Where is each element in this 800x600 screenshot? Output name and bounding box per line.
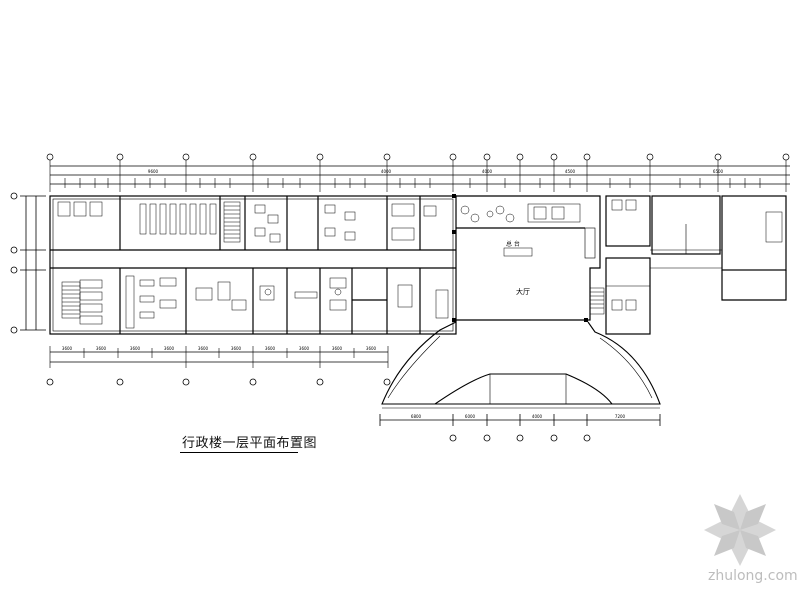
dimension-label-top: 4000 [482,169,493,174]
dimension-label-top: 9600 [148,169,159,174]
lobby-desk-label: 总 台 [506,240,520,248]
chair-icon [264,205,515,296]
dimension-label-bottom-left: 3600 [164,346,175,351]
dimension-label-bottom: 6000 [465,414,476,419]
building-walls [49,195,457,335]
desk-icon [79,203,783,329]
lobby-label: 大厅 [516,287,530,296]
dimension-label-bottom: 7200 [615,414,626,419]
dimension-label-bottom-left: 3600 [62,346,73,351]
dimension-label-bottom: 4000 [532,414,543,419]
dimension-label-top: 6500 [713,169,724,174]
left-dimension-lines [10,192,46,334]
dimension-label-bottom-left: 3600 [299,346,310,351]
entrance-canopy [381,321,661,409]
dimension-label-bottom-left: 3600 [265,346,276,351]
watermark-text: zhulong.com [708,568,798,584]
top-dimension-lines [46,153,790,192]
dimension-label-bottom-left: 3600 [198,346,209,351]
dimension-label-bottom: 6800 [411,414,422,419]
bottom-left-dimension-lines [46,346,391,386]
lobby-walls [456,195,787,335]
dimension-label-top: 4000 [381,169,392,174]
dimension-label-bottom-left: 3600 [130,346,141,351]
dimension-label-bottom-left: 3600 [332,346,343,351]
dimension-label-bottom-left: 3600 [231,346,242,351]
drawing-title: 行政楼一层平面布置图 [182,436,318,451]
bottom-right-dimension-lines [379,414,661,442]
dimension-label-bottom-left: 3600 [366,346,377,351]
title-underline [180,452,298,453]
column-marks [452,194,588,322]
toilet-icon [57,199,637,311]
watermark-logo-icon [704,494,776,566]
dimension-label-bottom-left: 3600 [96,346,107,351]
dimension-label-top: 4500 [565,169,576,174]
stair-icon [61,201,605,319]
